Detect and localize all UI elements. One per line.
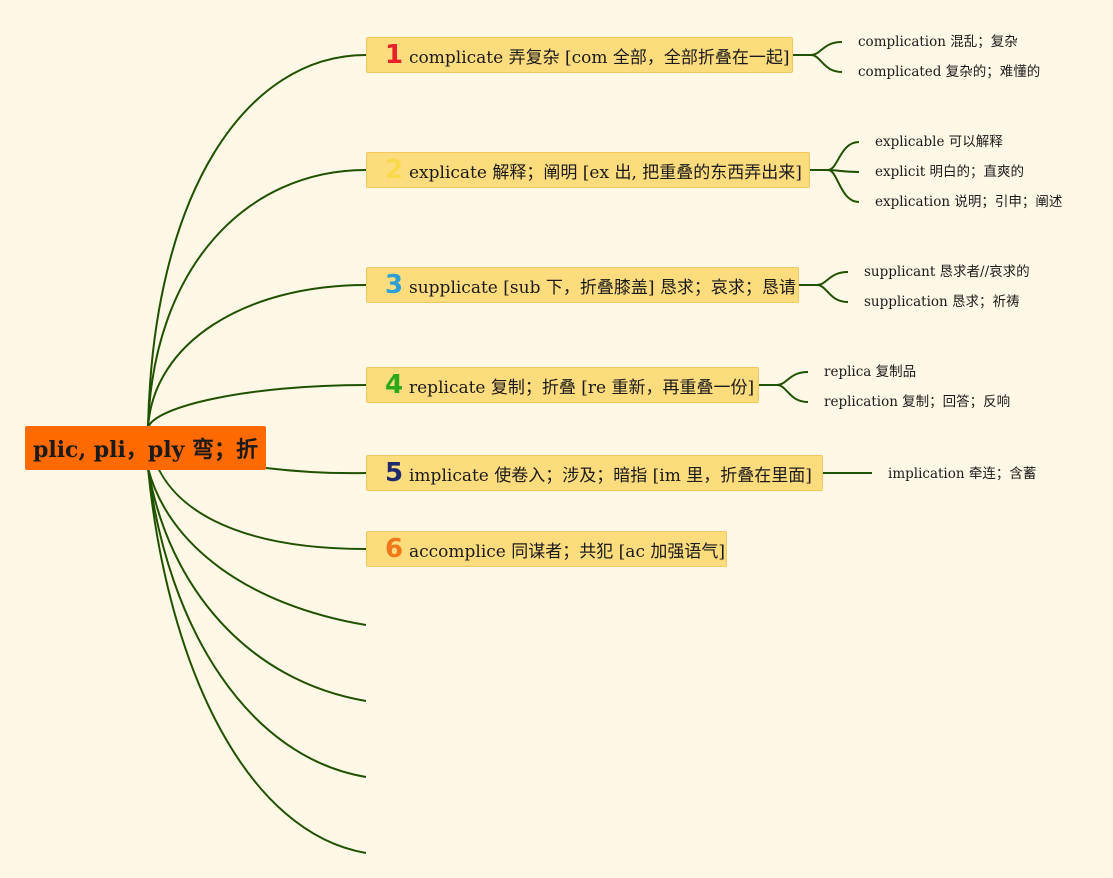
leaf-node[interactable]: supplication 恳求；祈祷	[864, 294, 1020, 310]
connector-branch-1-leaf-2	[810, 54, 843, 73]
branch-label: supplicate [sub 下，折叠膝盖] 恳求；哀求；恳请	[409, 277, 796, 298]
leaf-node[interactable]: explicit 明白的；直爽的	[875, 164, 1024, 180]
branch-label: accomplice 同谋者；共犯 [ac 加强语气]	[409, 541, 726, 562]
branch-label: replicate 复制；折叠 [re 重新，再重叠一份]	[409, 377, 755, 398]
leaf-node[interactable]: explication 说明；引申；阐述	[875, 194, 1063, 210]
branch-label: implicate 使卷入；涉及；暗指 [im 里，折叠在里面]	[409, 465, 812, 486]
number-badge-icon: 6	[385, 534, 404, 564]
number-badge-icon: 3	[385, 270, 404, 300]
number-badge-icon: 5	[385, 458, 404, 488]
connector-branch-2-leaf-1	[827, 141, 860, 171]
connector-branch-1-leaf-1	[810, 41, 843, 56]
connector-root-empty-3	[147, 467, 367, 778]
leaf-node[interactable]: complicated 复杂的；难懂的	[858, 64, 1041, 80]
leaf-node[interactable]: replication 复制；回答；反响	[824, 394, 1011, 410]
number-badge-icon: 4	[385, 370, 404, 400]
root-node[interactable]: plic, pli，ply 弯；折	[25, 426, 266, 470]
leaf-node[interactable]: implication 牵连；含蓄	[888, 466, 1037, 482]
number-badge-icon: 2	[385, 155, 404, 185]
branch-label: complicate 弄复杂 [com 全部，全部折叠在一起]	[409, 47, 790, 68]
connector-branch-3-leaf-1	[816, 271, 849, 286]
connector-branch-4-leaf-2	[776, 384, 809, 403]
connector-root-branch-1	[147, 54, 367, 429]
connector-root-branch-3	[147, 284, 367, 429]
leaf-node[interactable]: replica 复制品	[824, 364, 917, 380]
connector-root-empty-4	[147, 467, 367, 854]
leaf-node[interactable]: explicable 可以解释	[875, 134, 1003, 150]
leaf-node[interactable]: supplicant 恳求者//哀求的	[864, 264, 1030, 280]
connector-root-branch-5	[265, 467, 367, 475]
connector-root-empty-1	[147, 467, 367, 626]
connector-root-empty-2	[147, 467, 367, 702]
leaf-node[interactable]: complication 混乱；复杂	[858, 34, 1018, 50]
branch-label: explicate 解释；阐明 [ex 出, 把重叠的东西弄出来]	[409, 162, 802, 183]
connector-branch-3-leaf-2	[816, 284, 849, 303]
connector-root-branch-2	[147, 169, 367, 429]
number-badge-icon: 1	[385, 40, 404, 70]
connector-branch-4-leaf-1	[776, 371, 809, 386]
connector-branch-2-leaf-3	[827, 169, 860, 203]
connector-root-branch-4	[147, 384, 367, 429]
